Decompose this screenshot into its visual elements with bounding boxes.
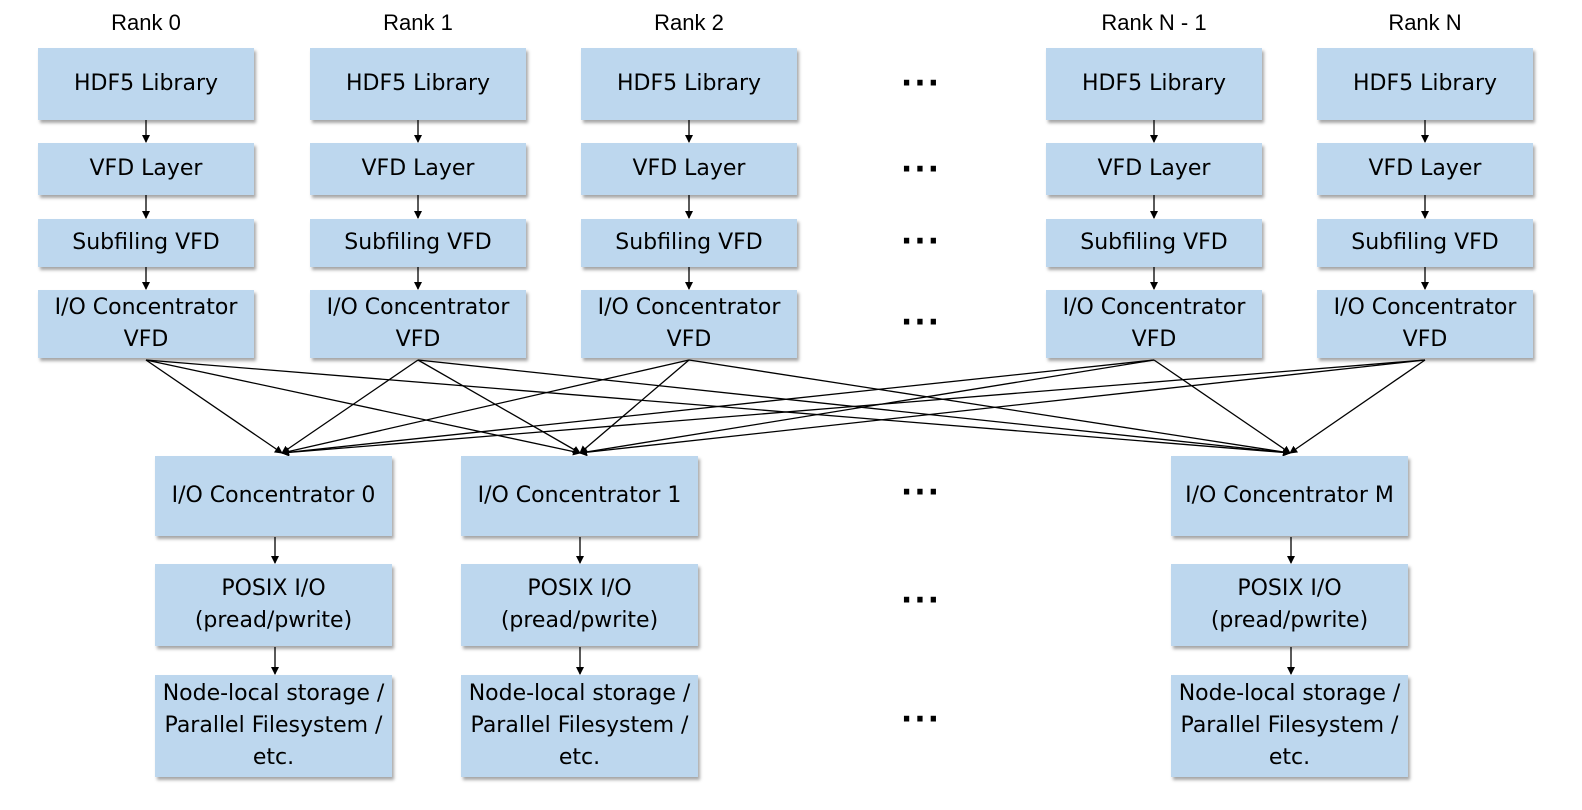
hdf5-library-box: HDF5 Library (581, 48, 797, 120)
posix-line1: POSIX I/O (527, 576, 632, 601)
vfd-layer-box: VFD Layer (1317, 143, 1533, 195)
subfiling-vfd-box: Subfiling VFD (1317, 219, 1533, 267)
arrow-ioc-vfd-to-concentrator (281, 359, 1426, 457)
ellipsis-subfiling: ··· (900, 224, 942, 259)
hdf5-library-box: HDF5 Library (38, 48, 254, 120)
storage-box: Node-local storage / Parallel Filesystem … (1171, 675, 1408, 777)
hdf5-library-box: HDF5 Library (1046, 48, 1262, 120)
arrow-ioc-vfd-to-concentrator (281, 359, 690, 456)
io-concentrator-m-box: I/O Concentrator M (1171, 456, 1408, 536)
storage-line1: Node-local storage / (162, 681, 385, 706)
storage-box: Node-local storage / Parallel Filesystem … (461, 675, 698, 777)
posix-line2: (pread/pwrite) (194, 608, 353, 633)
ioc-vfd-line1: I/O Concentrator (597, 295, 781, 320)
ioc-vfd-line1: I/O Concentrator (326, 295, 510, 320)
ioc-vfd-line1: I/O Concentrator (1333, 295, 1517, 320)
arrow-ioc-vfd-to-concentrator (145, 359, 283, 454)
posix-line2: (pread/pwrite) (500, 608, 659, 633)
arrow-ioc-vfd-to-concentrator (281, 359, 1155, 457)
storage-line1: Node-local storage / (1178, 681, 1401, 706)
arrow-ioc-vfd-to-concentrator (688, 359, 1291, 456)
arrow-ioc-vfd-to-concentrator (1153, 359, 1291, 454)
ioc-vfd-line2: VFD (395, 327, 441, 352)
posix-io-box: POSIX I/O (pread/pwrite) (155, 564, 392, 646)
storage-line2: Parallel Filesystem / (470, 713, 689, 738)
rank-label-n: Rank N (1388, 10, 1462, 35)
storage-line3: etc. (1268, 745, 1311, 770)
vfd-layer-box: VFD Layer (38, 143, 254, 195)
arrow-ioc-vfd-to-concentrator (145, 359, 581, 456)
rank-label-1: Rank 1 (383, 10, 453, 35)
vfd-layer-box: VFD Layer (581, 143, 797, 195)
arrow-ioc-vfd-to-concentrator (579, 359, 1426, 457)
subfiling-vfd-box: Subfiling VFD (1046, 219, 1262, 267)
storage-line2: Parallel Filesystem / (1180, 713, 1399, 738)
hdf5-library-box: HDF5 Library (310, 48, 526, 120)
posix-line2: (pread/pwrite) (1210, 608, 1369, 633)
arrow-ioc-vfd-to-concentrator (579, 359, 690, 454)
ellipsis-concentrator: ··· (900, 475, 942, 510)
ioc-vfd-line1: I/O Concentrator (54, 295, 238, 320)
storage-box: Node-local storage / Parallel Filesystem … (155, 675, 392, 777)
arrow-ioc-vfd-to-concentrator (281, 359, 419, 454)
subfiling-vfd-box: Subfiling VFD (38, 219, 254, 267)
ioc-vfd-line2: VFD (1131, 327, 1177, 352)
posix-io-box: POSIX I/O (pread/pwrite) (461, 564, 698, 646)
vfd-layer-box: VFD Layer (310, 143, 526, 195)
rank-label-0: Rank 0 (111, 10, 181, 35)
ellipsis-vfd: ··· (900, 152, 942, 187)
ioc-vfd-line1: I/O Concentrator (1062, 295, 1246, 320)
storage-line3: etc. (558, 745, 601, 770)
subfiling-vfd-box: Subfiling VFD (310, 219, 526, 267)
ioc-vfd-line2: VFD (1402, 327, 1448, 352)
ioc-vfd-line2: VFD (666, 327, 712, 352)
storage-line1: Node-local storage / (468, 681, 691, 706)
posix-line1: POSIX I/O (1237, 576, 1342, 601)
storage-line2: Parallel Filesystem / (164, 713, 383, 738)
hdf5-library-box: HDF5 Library (1317, 48, 1533, 120)
storage-line3: etc. (252, 745, 295, 770)
arrow-ioc-vfd-to-concentrator (1289, 359, 1426, 454)
io-concentrator-0-box: I/O Concentrator 0 (155, 456, 392, 536)
arrow-ioc-vfd-to-concentrator (417, 359, 581, 454)
rank-label-n-minus-1: Rank N - 1 (1101, 10, 1207, 35)
vfd-layer-box: VFD Layer (1046, 143, 1262, 195)
ellipsis-posix: ··· (900, 583, 942, 618)
rank-label-2: Rank 2 (654, 10, 724, 35)
posix-io-box: POSIX I/O (pread/pwrite) (1171, 564, 1408, 646)
ioc-vfd-line2: VFD (123, 327, 169, 352)
posix-line1: POSIX I/O (221, 576, 326, 601)
arrow-ioc-vfd-to-concentrator (579, 359, 1155, 456)
subfiling-vfd-box: Subfiling VFD (581, 219, 797, 267)
io-concentrator-1-box: I/O Concentrator 1 (461, 456, 698, 536)
ellipsis-storage: ··· (900, 702, 942, 737)
ellipsis-ioc-vfd: ··· (900, 305, 942, 340)
ellipsis-hdf5: ··· (900, 66, 942, 101)
